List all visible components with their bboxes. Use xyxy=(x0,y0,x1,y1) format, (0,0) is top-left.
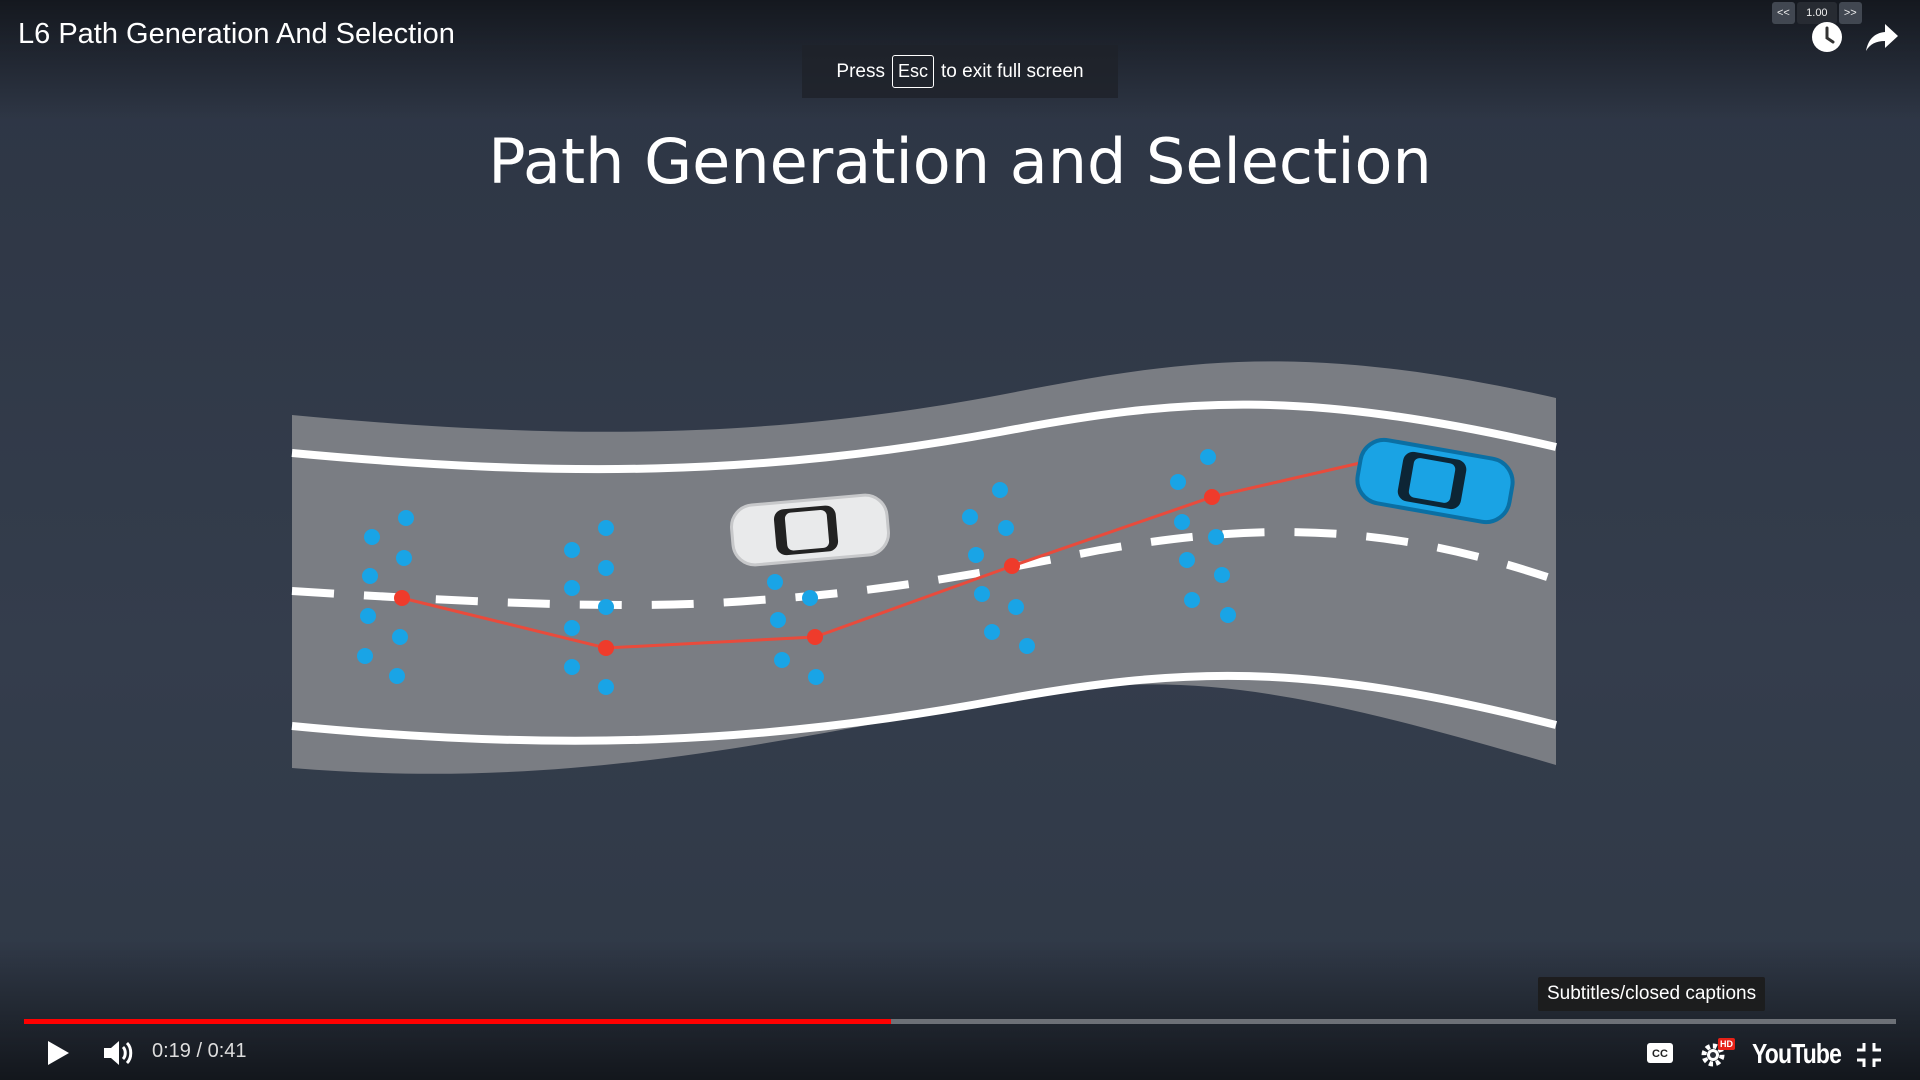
slide-title: Path Generation and Selection xyxy=(488,125,1432,198)
candidate-points xyxy=(357,449,1236,695)
road-edge-line-top xyxy=(291,400,1557,474)
progress-bar[interactable] xyxy=(24,1019,1896,1024)
speed-increase-button[interactable]: >> xyxy=(1838,2,1862,24)
settings-button[interactable]: HD xyxy=(1700,1038,1736,1068)
road-surface xyxy=(292,361,1556,774)
play-icon[interactable] xyxy=(46,1040,70,1066)
selected-path-nodes xyxy=(394,489,1220,656)
notice-rest-text: to exit full screen xyxy=(941,60,1084,82)
clock-icon xyxy=(1812,22,1842,52)
speed-decrease-button[interactable]: << xyxy=(1772,2,1795,24)
speed-value: 1.00 xyxy=(1796,2,1837,24)
fullscreen-exit-notice: Press Esc to exit full screen xyxy=(802,45,1118,98)
road-edge-line-bottom xyxy=(291,671,1557,745)
player-controls: CC HD xyxy=(0,1030,1920,1080)
captions-cc-icon[interactable]: CC xyxy=(1646,1042,1674,1064)
youtube-logo[interactable]: YouTube xyxy=(1752,1038,1842,1069)
notice-press-text: Press xyxy=(836,60,885,82)
svg-text:CC: CC xyxy=(1652,1048,1668,1060)
share-button[interactable] xyxy=(1864,20,1900,54)
selected-path-line xyxy=(401,461,1361,650)
time-display: 0:19 / 0:41 xyxy=(152,1040,247,1062)
esc-key-label: Esc xyxy=(891,55,934,88)
captions-tooltip: Subtitles/closed captions xyxy=(1538,977,1766,1011)
playback-speed-control: << 1.00 >> xyxy=(1772,2,1862,24)
watch-later-button[interactable] xyxy=(1810,20,1844,54)
ego-car-blue xyxy=(1355,437,1515,525)
video-title[interactable]: L6 Path Generation And Selection xyxy=(18,18,455,50)
gear-icon xyxy=(1701,1043,1725,1067)
lane-center-dashed-line xyxy=(291,528,1558,609)
hd-badge: HD xyxy=(1718,1038,1735,1050)
volume-icon[interactable] xyxy=(102,1039,134,1067)
share-arrow-icon xyxy=(1866,24,1898,51)
exit-fullscreen-icon[interactable] xyxy=(1856,1042,1882,1068)
progress-played xyxy=(24,1019,891,1024)
obstacle-car-white xyxy=(730,493,890,567)
